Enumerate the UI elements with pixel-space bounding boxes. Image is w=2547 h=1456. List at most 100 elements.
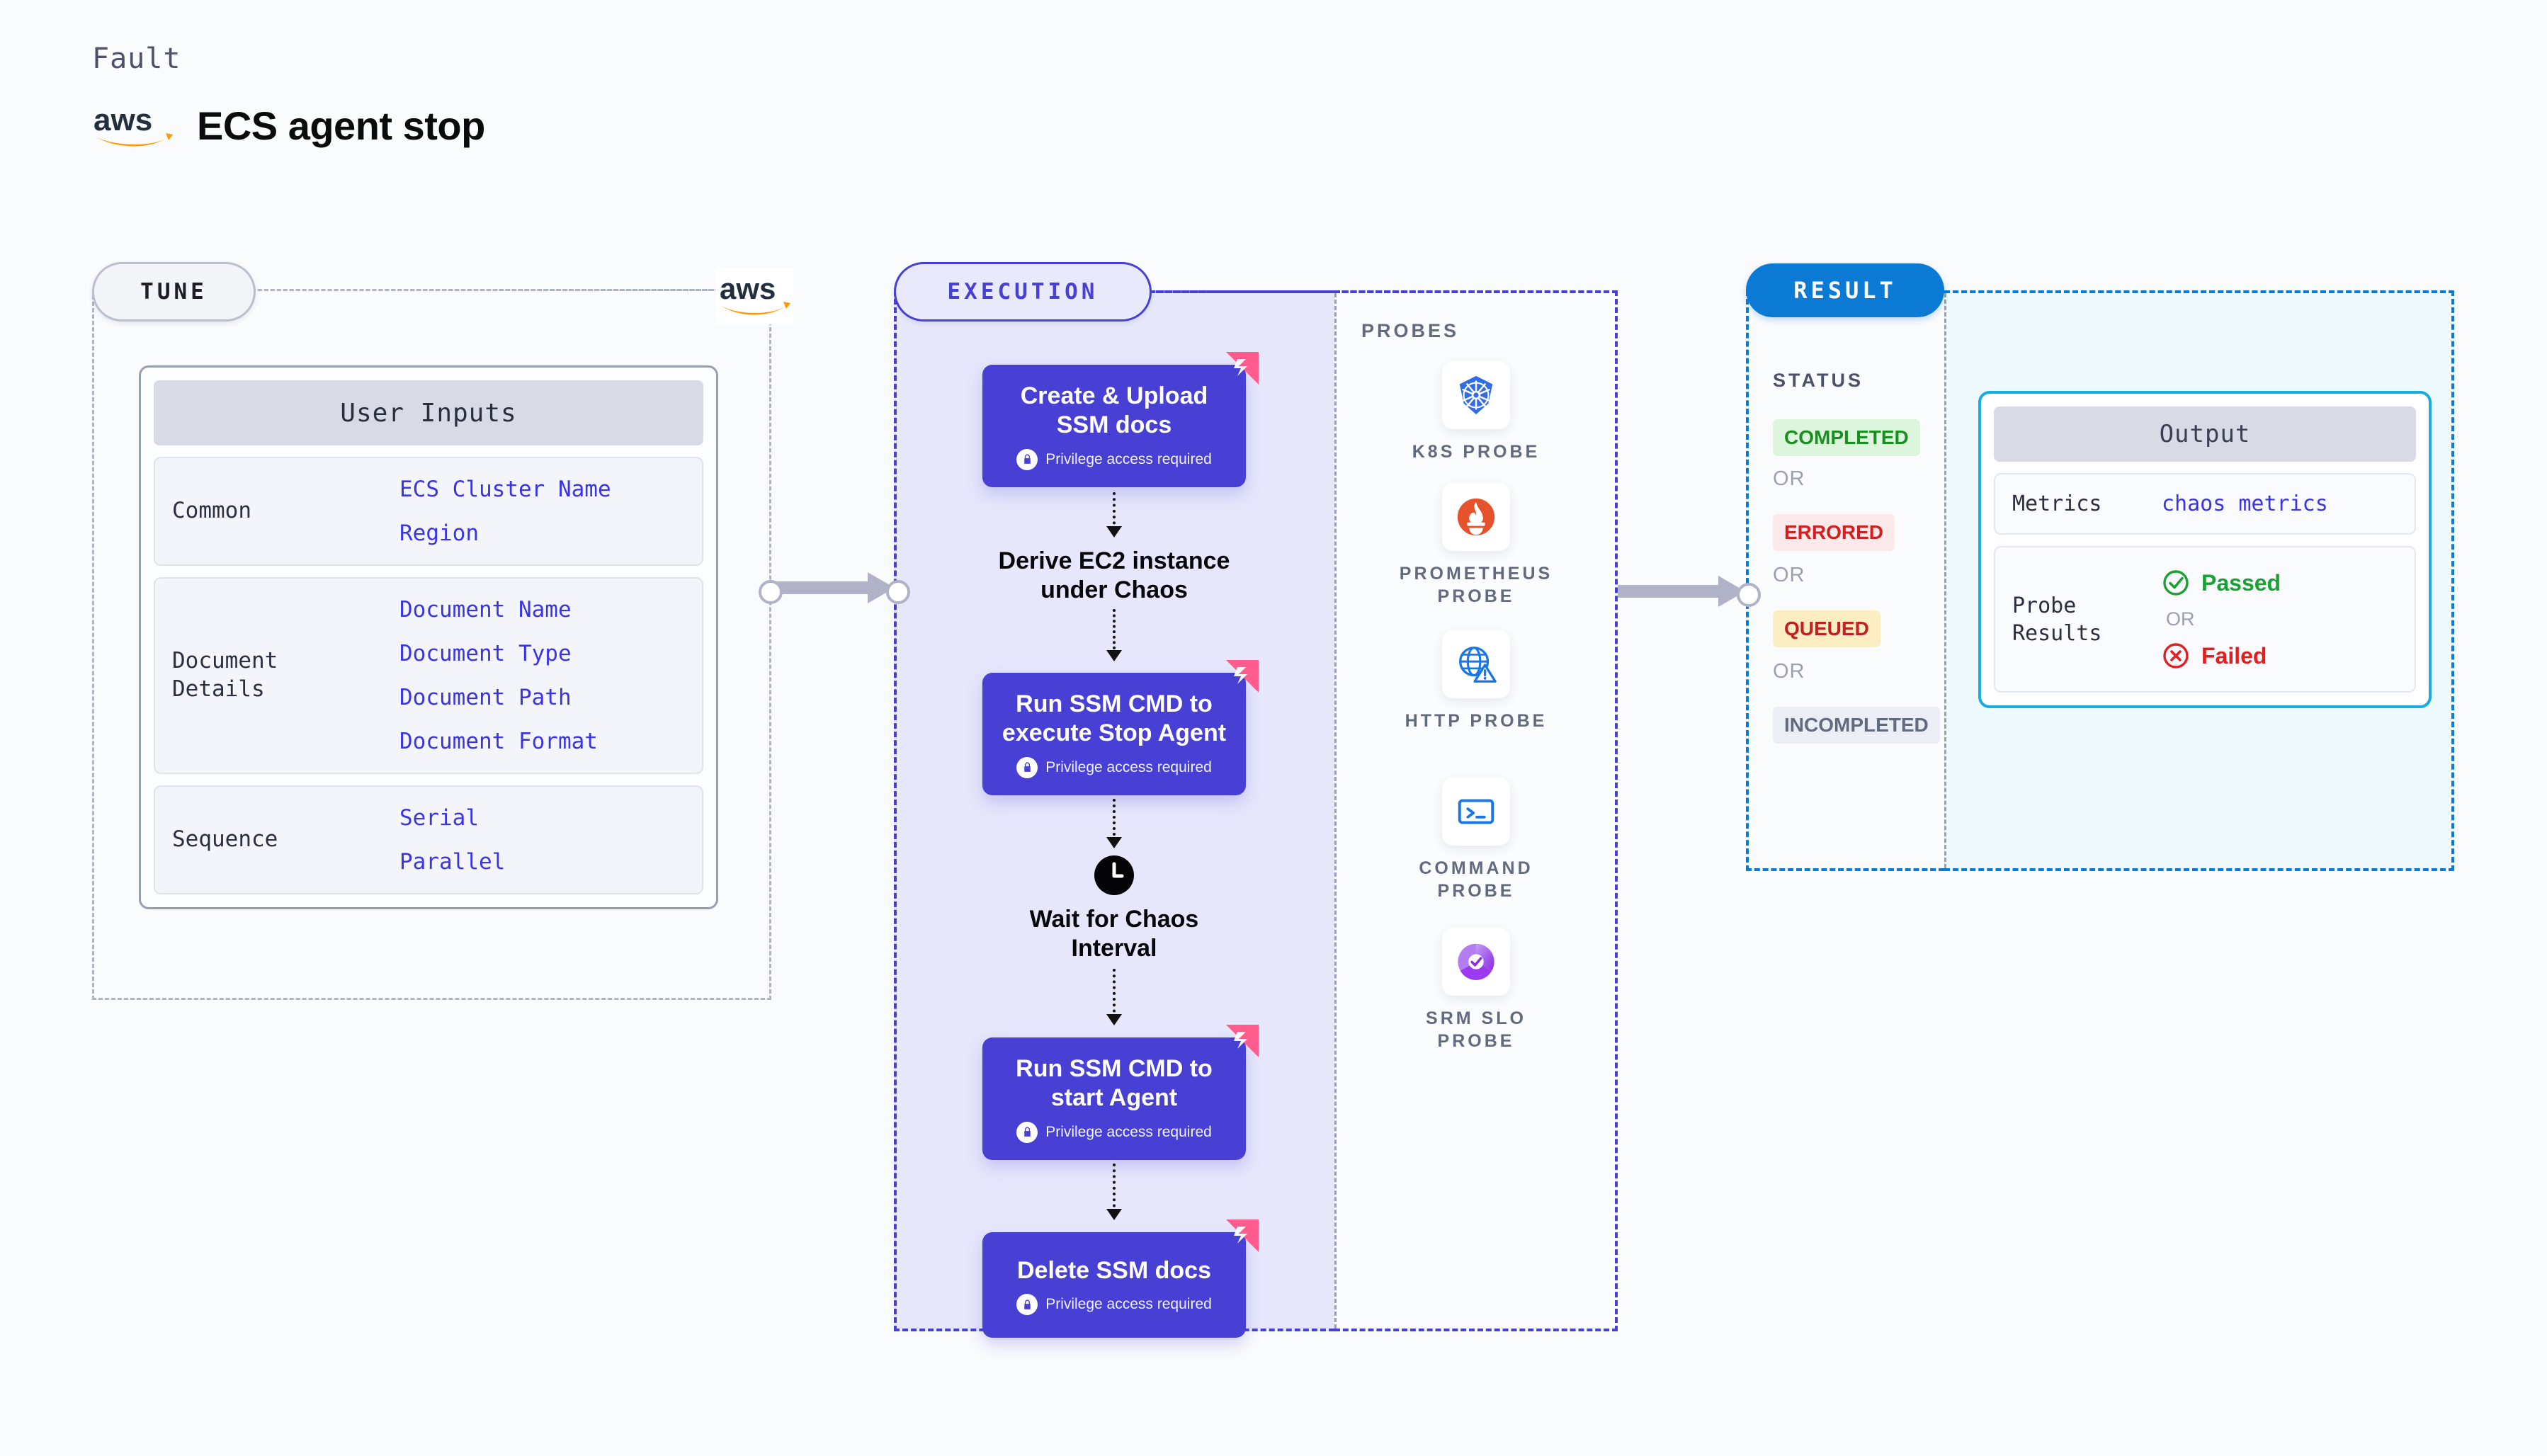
aws-logo-icon: aws	[92, 102, 177, 149]
flow-step-derive-ec2-instance: Derive EC2 instance under Chaos	[998, 547, 1230, 604]
output-title: Output	[1994, 406, 2416, 462]
lock-icon	[1016, 448, 1038, 470]
input-value[interactable]: ECS Cluster Name	[399, 477, 611, 502]
output-row-metrics: Metrics chaos metrics	[1994, 473, 2416, 535]
x-circle-icon	[2162, 642, 2190, 670]
or-label: OR	[2166, 608, 2195, 630]
terminal-icon	[1442, 778, 1510, 846]
prometheus-icon	[1442, 483, 1510, 551]
flow-arrow	[1106, 492, 1122, 538]
srm-slo-icon	[1442, 928, 1510, 996]
probe-prometheus[interactable]: PROMETHEUS PROBE	[1384, 483, 1568, 608]
page-header: Fault aws ECS agent stop	[92, 42, 485, 149]
probe-label: COMMAND PROBE	[1419, 858, 1533, 901]
privilege-notice: Privilege access required	[982, 440, 1246, 487]
kubernetes-icon	[1442, 361, 1510, 429]
passed-label: Passed	[2201, 569, 2281, 596]
input-value[interactable]: Region	[399, 521, 479, 546]
execution-stage-chip[interactable]: EXECUTION	[894, 262, 1152, 322]
connector-node	[1737, 583, 1761, 607]
lock-icon	[1016, 1294, 1038, 1316]
lock-icon	[1016, 756, 1038, 778]
clock-icon	[1094, 855, 1134, 895]
execution-to-result-arrow	[1618, 576, 1745, 607]
flow-step-run-ssm-cmd-stop-agent[interactable]: Run SSM CMD to execute Stop Agent Privil…	[982, 660, 1259, 795]
probes-label: PROBES	[1361, 320, 1460, 341]
input-group-label: Common	[172, 498, 251, 524]
tune-stage-chip[interactable]: TUNE	[92, 262, 256, 322]
fault-label: Fault	[92, 42, 181, 75]
flow-step-title: Run SSM CMD to execute Stop Agent	[1002, 690, 1227, 747]
input-group-label: Document Details	[172, 648, 278, 702]
flow-step-run-ssm-cmd-start-agent[interactable]: Run SSM CMD to start Agent Privilege acc…	[982, 1025, 1259, 1160]
privilege-notice: Privilege access required	[982, 749, 1246, 795]
flow-step-delete-ssm-docs[interactable]: Delete SSM docs Privilege access require…	[982, 1219, 1259, 1338]
fault-title-row: aws ECS agent stop	[92, 102, 485, 149]
input-value[interactable]: Document Type	[399, 641, 572, 666]
input-value[interactable]: Document Path	[399, 685, 572, 710]
status-badge-errored: ERRORED	[1773, 514, 1895, 551]
probe-label: HTTP PROBE	[1405, 711, 1548, 731]
probe-command[interactable]: COMMAND PROBE	[1384, 778, 1568, 902]
metrics-value[interactable]: chaos metrics	[2162, 491, 2328, 516]
probe-label: SRM SLO PROBE	[1426, 1008, 1526, 1051]
flow-step-title: Delete SSM docs	[1017, 1257, 1211, 1284]
or-label: OR	[1773, 564, 1805, 586]
execution-probes-divider	[1334, 293, 1337, 1329]
probe-k8s[interactable]: K8S PROBE	[1384, 361, 1568, 463]
probe-result-failed: Failed	[2162, 642, 2281, 670]
input-value[interactable]: Serial	[399, 805, 479, 831]
harness-icon	[1222, 1022, 1261, 1062]
input-group-common: Common ECS Cluster Name Region	[154, 457, 703, 566]
tune-connector-line	[251, 289, 719, 291]
execution-flow: Create & Upload SSM docs Privilege acces…	[894, 290, 1334, 1338]
input-group-sequence: Sequence Serial Parallel	[154, 785, 703, 894]
input-value[interactable]: Document Format	[399, 729, 598, 754]
result-divider	[1944, 293, 1946, 868]
connector-node	[886, 580, 910, 604]
http-globe-icon	[1442, 630, 1510, 698]
probe-http[interactable]: HTTP PROBE	[1384, 630, 1568, 732]
result-connector-line	[1944, 290, 2454, 293]
input-group-label: Sequence	[172, 826, 278, 853]
privilege-label: Privilege access required	[1045, 758, 1212, 775]
svg-text:aws: aws	[720, 272, 776, 305]
output-row-probe-results: Probe Results Passed OR Failed	[1994, 546, 2416, 693]
svg-text:aws: aws	[93, 103, 152, 137]
harness-icon	[1222, 349, 1261, 389]
result-stage-chip[interactable]: RESULT	[1746, 263, 1944, 317]
output-card: Output Metrics chaos metrics Probe Resul…	[1978, 391, 2432, 708]
flow-step-title: Create & Upload SSM docs	[1020, 382, 1208, 439]
or-label: OR	[1773, 467, 1805, 490]
user-inputs-title: User Inputs	[154, 380, 703, 445]
flow-arrow	[1106, 1164, 1122, 1220]
harness-icon	[1222, 657, 1261, 697]
probe-label: K8S PROBE	[1412, 442, 1541, 462]
probe-result-passed: Passed	[2162, 569, 2281, 597]
status-label: STATUS	[1773, 370, 1864, 391]
probe-srm-slo[interactable]: SRM SLO PROBE	[1384, 928, 1568, 1052]
flow-arrow	[1106, 799, 1122, 848]
page-title: ECS agent stop	[197, 103, 485, 148]
flow-step-create-upload-ssm-docs[interactable]: Create & Upload SSM docs Privilege acces…	[982, 352, 1259, 487]
tune-to-execution-arrow	[767, 572, 895, 603]
input-value[interactable]: Parallel	[399, 849, 506, 875]
privilege-notice: Privilege access required	[982, 1113, 1246, 1160]
input-group-document-details: Document Details Document Name Document …	[154, 577, 703, 774]
aws-badge-icon: aws	[715, 268, 793, 324]
connector-node	[759, 580, 783, 604]
privilege-label: Privilege access required	[1045, 450, 1212, 467]
output-row-label: Metrics	[2012, 491, 2102, 516]
status-badge-completed: COMPLETED	[1773, 419, 1920, 456]
privilege-notice: Privilege access required	[982, 1285, 1246, 1338]
check-circle-icon	[2162, 569, 2190, 597]
execution-connector-line	[1147, 290, 1618, 293]
probe-label: PROMETHEUS PROBE	[1399, 564, 1553, 606]
flow-step-title: Run SSM CMD to start Agent	[1016, 1055, 1213, 1112]
failed-label: Failed	[2201, 642, 2267, 669]
lock-icon	[1016, 1121, 1038, 1143]
status-badge-incompleted: INCOMPLETED	[1773, 707, 1940, 744]
input-value[interactable]: Document Name	[399, 597, 572, 622]
flow-step-wait-for-chaos-interval: Wait for Chaos Interval	[1029, 906, 1199, 962]
privilege-label: Privilege access required	[1045, 1296, 1212, 1313]
